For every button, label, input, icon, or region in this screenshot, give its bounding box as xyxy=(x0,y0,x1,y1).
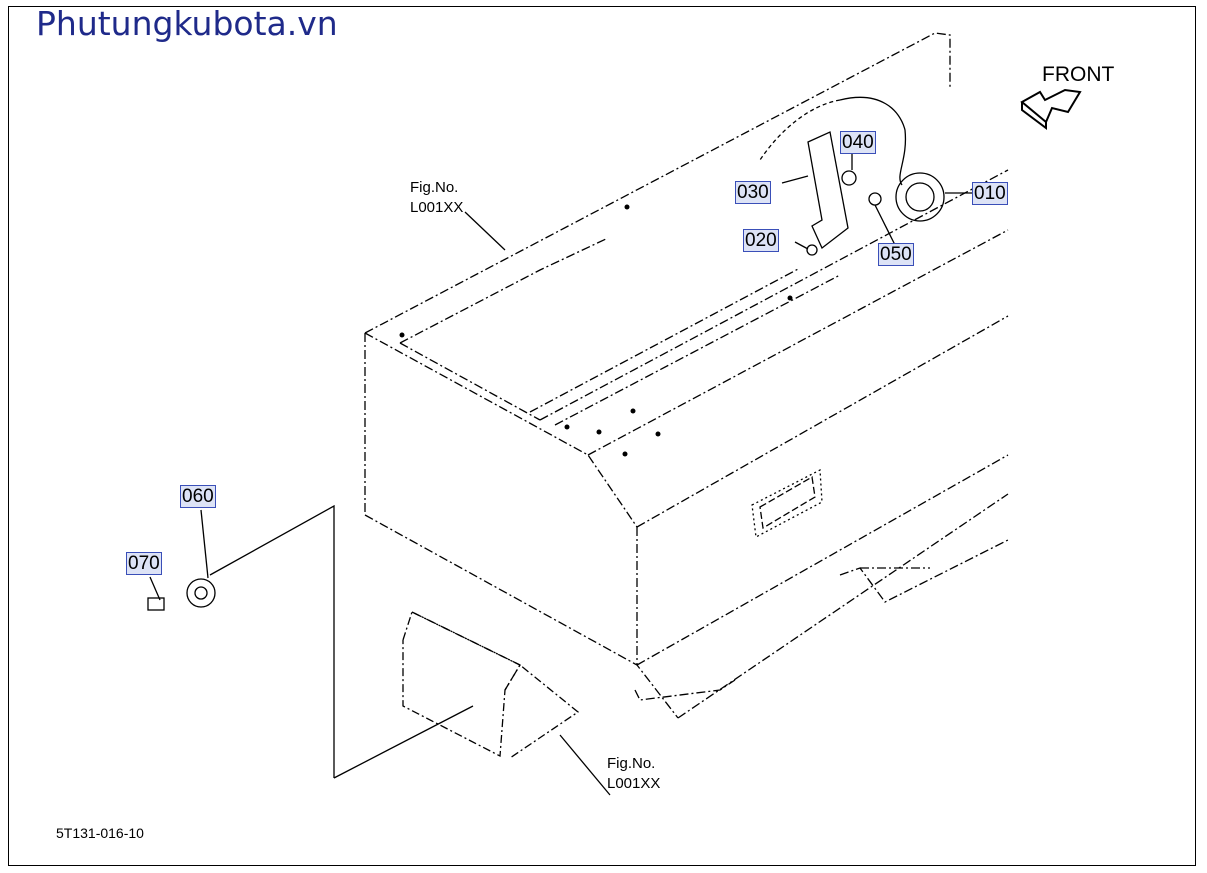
figure-ref-top: Fig.No. L001XX xyxy=(410,179,464,216)
lower-cover xyxy=(402,611,580,759)
part-callout-010[interactable]: 010 xyxy=(972,182,1008,205)
drawing-code: 5T131-016-10 xyxy=(56,825,144,841)
front-label: FRONT xyxy=(1042,63,1115,86)
figure-ref-bottom: Fig.No. L001XX xyxy=(607,755,661,792)
hood-outline xyxy=(364,32,1009,719)
part-callout-060[interactable]: 060 xyxy=(180,485,216,508)
part-callout-050[interactable]: 050 xyxy=(878,243,914,266)
watermark: Phutungkubota.vn xyxy=(36,4,338,43)
front-arrow-icon xyxy=(1020,88,1082,130)
upper-horn-assembly xyxy=(759,96,972,256)
part-callout-020[interactable]: 020 xyxy=(743,229,779,252)
lower-horn xyxy=(147,509,216,611)
side-slot xyxy=(751,468,823,539)
part-callout-040[interactable]: 040 xyxy=(840,131,876,154)
drawing-frame xyxy=(8,6,1196,866)
bolt-holes xyxy=(399,204,793,457)
part-callout-030[interactable]: 030 xyxy=(735,181,771,204)
part-callout-070[interactable]: 070 xyxy=(126,552,162,575)
